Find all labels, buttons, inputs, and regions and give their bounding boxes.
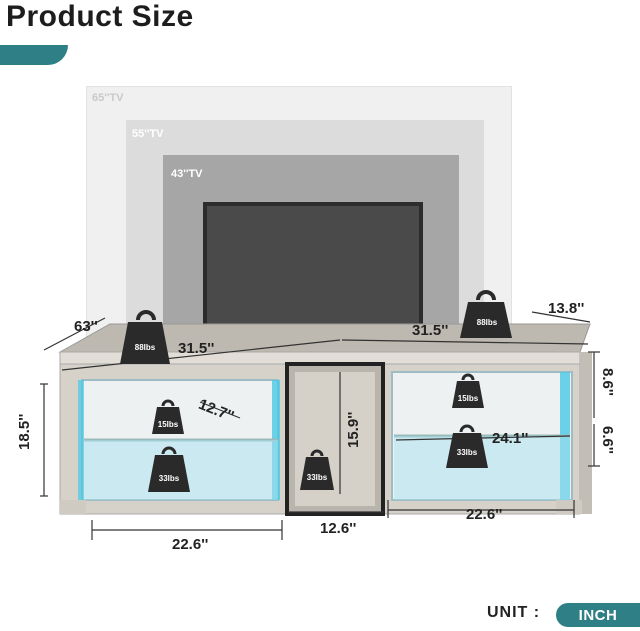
dim-half-right: 31.5''	[412, 322, 449, 339]
weight-label-center: 33lbs	[306, 473, 328, 482]
dim-height: 18.5''	[16, 413, 33, 450]
tv-55-label: 55''TV	[132, 128, 164, 140]
weight-icon-top-right	[460, 290, 512, 338]
weight-icon-right-upper	[452, 373, 484, 408]
dim-depth: 13.8''	[548, 300, 585, 317]
weight-icon-center	[300, 449, 334, 490]
weight-label-left-lower: 33lbs	[158, 474, 180, 483]
weight-icon-top-left	[120, 310, 170, 364]
tv-65-label: 65''TV	[92, 92, 124, 104]
weight-label-right-upper: 15lbs	[457, 394, 479, 403]
weight-label-right-lower: 33lbs	[456, 448, 478, 457]
dim-center-width: 12.6''	[320, 520, 357, 537]
tv-32-screen	[203, 202, 423, 338]
dim-right-bottom-width: 22.6''	[466, 506, 503, 523]
weight-label-top-left: 88lbs	[134, 343, 156, 352]
weight-icon-right-lower	[446, 424, 488, 468]
unit-badge: INCH	[556, 603, 640, 627]
dim-right-inner-width: 24.1''	[492, 430, 529, 447]
dim-half-left: 31.5''	[178, 340, 215, 357]
weight-icon-left-lower	[148, 446, 190, 492]
dim-total-width: 63''	[74, 318, 98, 335]
weight-icon-left-upper	[152, 399, 184, 434]
dim-right-lower: 6.6''	[599, 426, 616, 454]
page-title: Product Size	[6, 0, 194, 33]
unit-label: UNIT :	[487, 604, 541, 621]
dim-right-upper: 8.6''	[599, 368, 616, 396]
title-accent-bar	[0, 45, 68, 65]
weight-label-left-upper: 15lbs	[157, 420, 179, 429]
dim-center-height: 15.9''	[345, 411, 362, 448]
tv-43-label: 43''TV	[171, 168, 203, 180]
weight-label-top-right: 88lbs	[476, 318, 498, 327]
dim-left-bottom-width: 22.6''	[172, 536, 209, 553]
